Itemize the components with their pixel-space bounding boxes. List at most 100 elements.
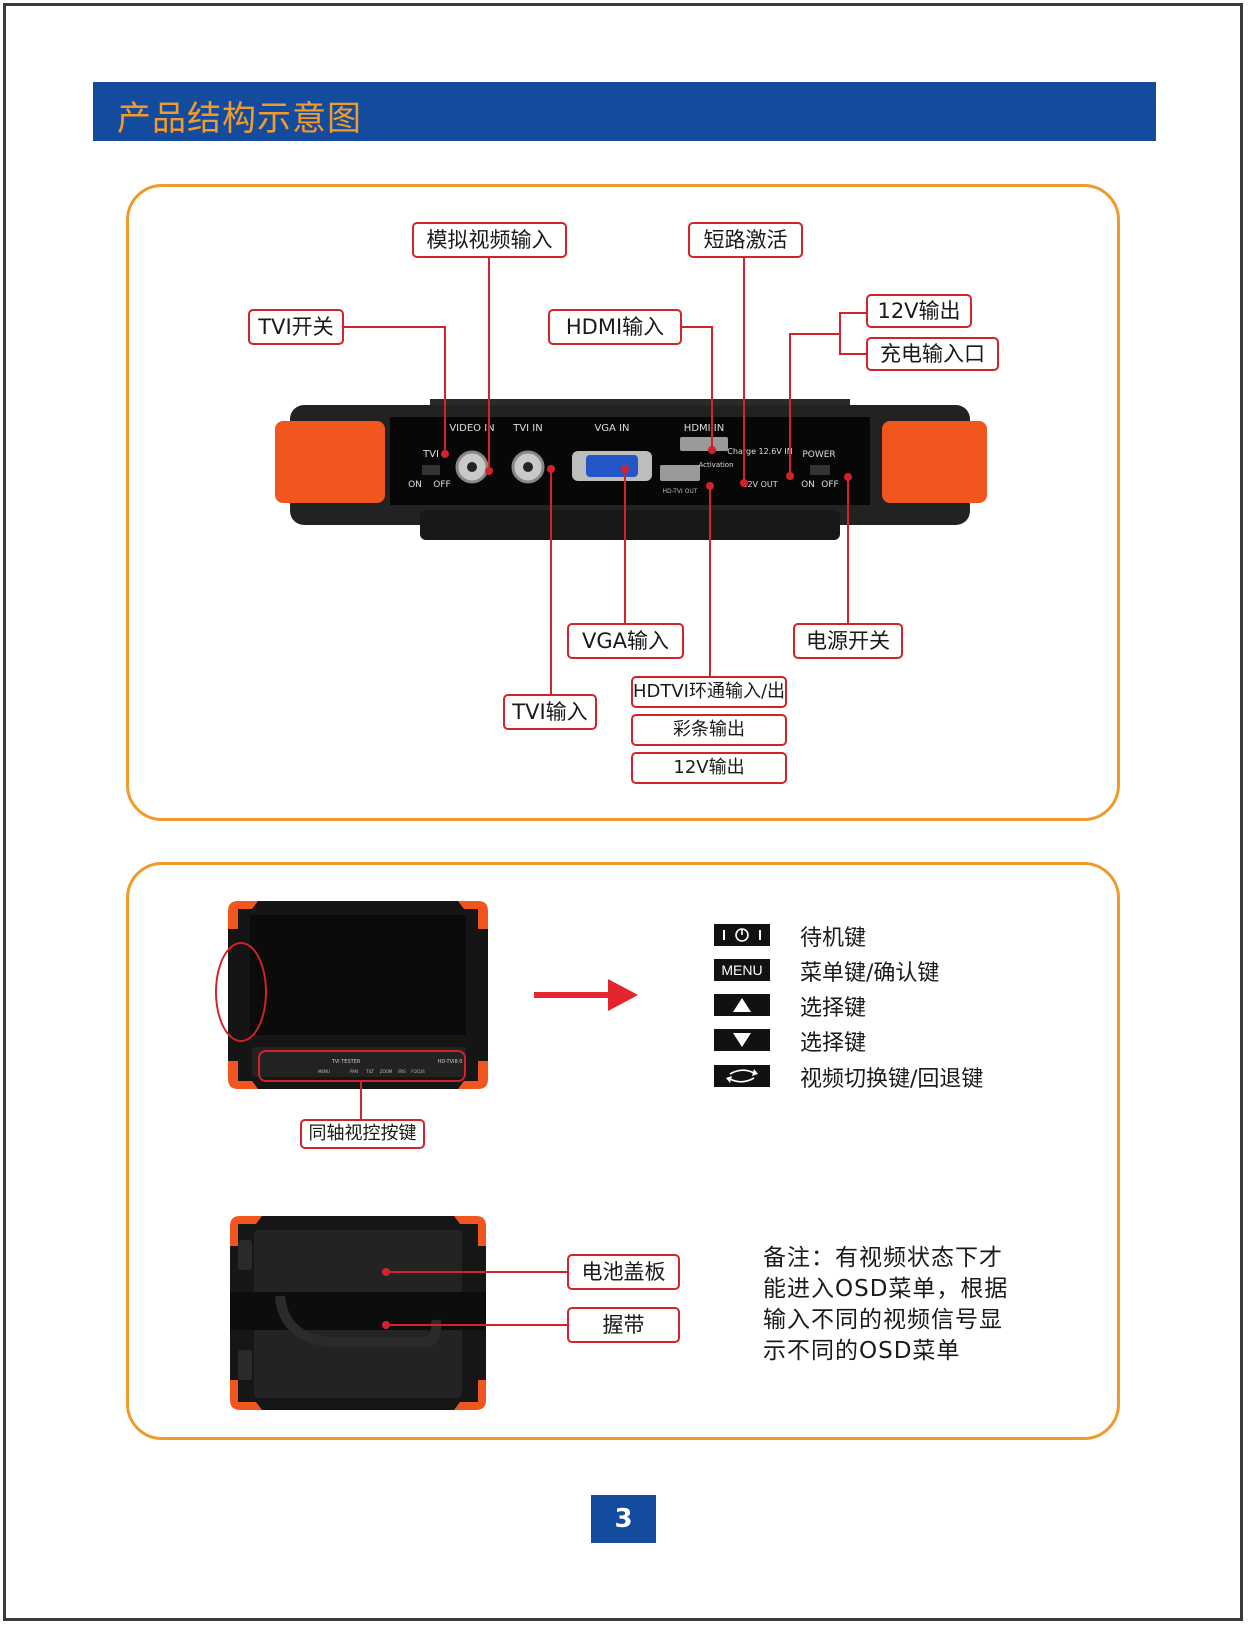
callout-line: [341, 326, 445, 328]
label-analog-video-in: 模拟视频输入: [412, 222, 567, 258]
button-menu-text: MENU: [318, 1069, 330, 1074]
corner-bumper: [230, 1216, 262, 1246]
note-text: 备注：有视频状态下才 能进入OSD菜单，根据 输入不同的视频信号显 示不同的OS…: [763, 1245, 1009, 1364]
button-pan-text: PAN: [350, 1069, 358, 1074]
callout-line: [681, 326, 713, 328]
tvi-off-text: OFF: [433, 480, 450, 490]
left-bumper: [275, 421, 385, 503]
side-keys-highlight: [215, 942, 267, 1042]
callout-dot: [621, 465, 629, 473]
callout-line: [624, 469, 626, 624]
corner-bumper: [230, 1380, 262, 1410]
front-screen: [250, 915, 466, 1035]
button-tilt-text: TILT: [365, 1069, 374, 1074]
video-in-text: VIDEO IN: [449, 423, 494, 434]
switch-arrows-icon: [714, 1065, 770, 1087]
callout-line: [360, 1082, 362, 1120]
power-off-text: OFF: [821, 480, 838, 490]
callout-line: [790, 333, 840, 335]
key-label-standby: 待机键: [800, 926, 867, 951]
label-hdtvi-loop: HDTVI环通输入/出: [631, 676, 787, 708]
vga-in-text: VGA IN: [594, 423, 629, 434]
callout-line: [444, 326, 446, 454]
callout-dot: [708, 446, 716, 454]
label-coax-keys: 同轴视控按键: [300, 1119, 425, 1149]
front-button-strip: [252, 1047, 466, 1077]
controls-panel: [126, 862, 1120, 1440]
model-text: HD-TVI8.0: [438, 1059, 463, 1065]
button-strip-highlight: [258, 1050, 466, 1082]
tvi-on-text: ON: [408, 480, 422, 490]
tvi-in-text: TVI IN: [512, 423, 543, 434]
brand-text: TVI TESTER: [331, 1059, 361, 1065]
callout-dot: [441, 450, 449, 458]
device-bottom-plate: [420, 510, 840, 540]
key-label-down: 选择键: [800, 1031, 867, 1056]
callout-dot: [706, 482, 714, 490]
menu-icon: MENU: [714, 959, 770, 981]
right-arrow-icon: [534, 979, 638, 1011]
callout-line: [550, 469, 552, 695]
button-focus-text: FOCUS: [411, 1069, 425, 1074]
callout-dot: [382, 1268, 390, 1276]
label-strap: 握带: [567, 1307, 680, 1343]
key-label-menu: 菜单键/确认键: [800, 961, 940, 986]
callout-line: [743, 257, 745, 483]
key-label-up: 选择键: [800, 996, 867, 1021]
header-bar: 产品结构示意图: [93, 82, 1156, 141]
tvi-switch: [422, 465, 440, 475]
power-text: POWER: [802, 450, 835, 460]
callout-line: [839, 312, 841, 354]
page-number: 3: [591, 1495, 656, 1543]
activation-text: Activation: [698, 461, 733, 469]
power-on-text: ON: [801, 480, 815, 490]
corner-bumper: [228, 901, 258, 929]
strap-band: [230, 1292, 486, 1330]
callout-line: [847, 477, 849, 625]
tvi-text: TVI: [422, 449, 439, 460]
callout-line: [711, 326, 713, 450]
corner-bumper: [454, 1380, 486, 1410]
page-title: 产品结构示意图: [117, 99, 362, 139]
power-switch: [810, 465, 830, 475]
callout-line: [839, 353, 867, 355]
label-battery-cover: 电池盖板: [567, 1254, 680, 1290]
button-iris-text: IRIS: [398, 1069, 406, 1074]
corner-bumper: [458, 901, 488, 929]
callout-line: [386, 1324, 568, 1326]
hd-tvi-out-text: HD-TVI OUT: [663, 488, 698, 495]
device-front-view: TVI TESTER HD-TVI8.0 MENU PAN TILT ZOOM …: [228, 901, 488, 1089]
label-vga-in: VGA输入: [567, 623, 684, 659]
callout-dot: [382, 1321, 390, 1329]
up-triangle-icon: [714, 994, 770, 1016]
key-label-switch: 视频切换键/回退键: [800, 1067, 984, 1092]
label-hdmi-in: HDMI输入: [548, 309, 682, 345]
callout-dot: [485, 467, 493, 475]
callout-line: [839, 312, 867, 314]
callout-line: [488, 257, 490, 472]
menu-icon-text: MENU: [721, 962, 763, 978]
label-12v-out-bottom: 12V输出: [631, 752, 787, 784]
label-12v-out-top: 12V输出: [866, 294, 972, 328]
label-tvi-switch: TVI开关: [248, 309, 344, 345]
corner-bumper: [458, 1061, 488, 1089]
callout-dot: [844, 473, 852, 481]
charge-text: Charge 12.6V IN: [727, 447, 792, 456]
label-tvi-in: TVI输入: [503, 694, 597, 730]
callout-line: [709, 486, 711, 677]
right-bumper: [882, 421, 987, 503]
hdtvi-out-connector: [660, 465, 700, 481]
device-side-view: VIDEO IN TVI IN VGA IN HDMI IN Charge 12…: [275, 399, 987, 540]
label-short-circuit-activate: 短路激活: [688, 222, 803, 258]
callout-dot: [740, 479, 748, 487]
hdmi-in-text: HDMI IN: [684, 423, 724, 434]
hdmi-connector: [680, 437, 728, 451]
button-zoom-text: ZOOM: [380, 1069, 393, 1074]
page-frame: [3, 3, 1243, 1621]
standby-icon: [714, 924, 770, 946]
callout-dot: [547, 465, 555, 473]
callout-dot: [786, 472, 794, 480]
corner-bumper: [228, 1061, 258, 1089]
strap-handle: [275, 1295, 442, 1347]
label-charge-in: 充电输入口: [866, 337, 999, 371]
